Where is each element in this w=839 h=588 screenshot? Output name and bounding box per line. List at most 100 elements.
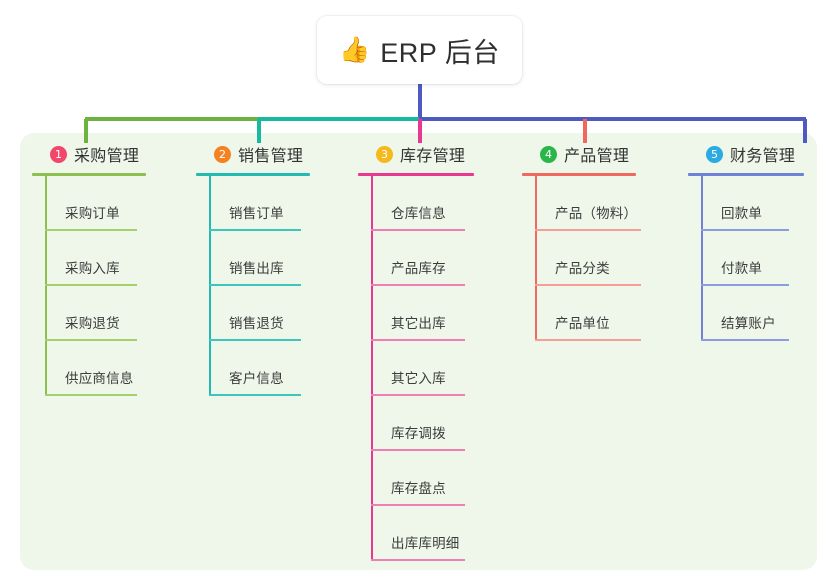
branch-column-5: 5 财务管理回款单付款单结算账户 xyxy=(688,140,839,341)
branch-column-4: 4 产品管理产品（物料） 产品分类产品单位 xyxy=(522,140,682,341)
leaf-node-rule xyxy=(535,284,641,286)
leaf-node-rule xyxy=(45,229,137,231)
root-node-card[interactable]: 👍 ERP 后台 xyxy=(317,16,522,84)
leaf-node-label: 其它入库 xyxy=(391,371,446,386)
column-items: 产品（物料） 产品分类产品单位 xyxy=(522,176,682,341)
leaf-node[interactable]: 库存调拨 xyxy=(358,396,518,451)
leaf-node-rule xyxy=(45,339,137,341)
leaf-node-label: 销售退货 xyxy=(229,316,284,331)
column-header-rule xyxy=(688,173,804,176)
column-header-rule xyxy=(32,173,146,176)
leaf-node[interactable]: 出库库明细 xyxy=(358,506,518,561)
leaf-node[interactable]: 结算账户 xyxy=(688,286,839,341)
leaf-node-rule xyxy=(209,284,301,286)
branch-column-3: 3 库存管理仓库信息产品库存其它出库其它入库库存调拨库存盘点出库库明细 xyxy=(358,140,518,561)
leaf-node-rule xyxy=(701,229,789,231)
leaf-node-label: 销售订单 xyxy=(229,206,284,221)
column-header-rule xyxy=(196,173,310,176)
column-title: 销售管理 xyxy=(238,148,304,165)
leaf-node-rule xyxy=(371,504,465,506)
column-header[interactable]: 1 采购管理 xyxy=(32,140,192,168)
column-spine xyxy=(45,176,47,396)
number-badge-icon: 1 xyxy=(50,145,67,163)
column-header[interactable]: 2 销售管理 xyxy=(196,140,356,168)
column-items: 采购订单采购入库采购退货供应商信息 xyxy=(32,176,192,396)
leaf-node-label: 采购退货 xyxy=(65,316,120,331)
column-items: 销售订单销售出库销售退货客户信息 xyxy=(196,176,356,396)
column-title: 财务管理 xyxy=(730,148,796,165)
leaf-node-label: 其它出库 xyxy=(391,316,446,331)
leaf-node-label: 付款单 xyxy=(721,261,763,276)
leaf-node-rule xyxy=(371,394,465,396)
leaf-node-label: 仓库信息 xyxy=(391,206,446,221)
column-header[interactable]: 4 产品管理 xyxy=(522,140,682,168)
diagram-panel xyxy=(20,133,817,570)
thumbs-up-icon: 👍 xyxy=(339,35,371,64)
leaf-node-label: 客户信息 xyxy=(229,371,284,386)
root-node-title: ERP 后台 xyxy=(380,37,500,68)
leaf-node[interactable]: 产品库存 xyxy=(358,231,518,286)
number-badge-icon: 4 xyxy=(540,145,557,163)
leaf-node-rule xyxy=(371,229,465,231)
leaf-node[interactable]: 其它入库 xyxy=(358,341,518,396)
leaf-node-rule xyxy=(209,339,301,341)
column-title: 采购管理 xyxy=(74,148,140,165)
leaf-node[interactable]: 供应商信息 xyxy=(32,341,192,396)
leaf-node-label: 采购入库 xyxy=(65,261,120,276)
leaf-node[interactable]: 销售退货 xyxy=(196,286,356,341)
leaf-node-rule xyxy=(45,284,137,286)
column-header-rule xyxy=(522,173,636,176)
leaf-node[interactable]: 其它出库 xyxy=(358,286,518,341)
column-items: 回款单付款单结算账户 xyxy=(688,176,839,341)
column-spine xyxy=(209,176,211,396)
leaf-node[interactable]: 采购订单 xyxy=(32,176,192,231)
leaf-node-rule xyxy=(371,339,465,341)
leaf-node[interactable]: 回款单 xyxy=(688,176,839,231)
leaf-node-rule xyxy=(701,339,789,341)
column-spine xyxy=(371,176,373,561)
number-badge-icon: 2 xyxy=(214,145,231,163)
leaf-node-rule xyxy=(371,449,465,451)
branch-column-1: 1 采购管理采购订单采购入库采购退货供应商信息 xyxy=(32,140,192,396)
column-header[interactable]: 5 财务管理 xyxy=(688,140,839,168)
column-header[interactable]: 3 库存管理 xyxy=(358,140,518,168)
leaf-node-label: 出库库明细 xyxy=(391,536,460,551)
leaf-node-label: 产品单位 xyxy=(555,316,610,331)
leaf-node[interactable]: 采购退货 xyxy=(32,286,192,341)
leaf-node[interactable]: 仓库信息 xyxy=(358,176,518,231)
leaf-node-label: 库存盘点 xyxy=(391,481,446,496)
leaf-node-label: 产品分类 xyxy=(555,261,610,276)
leaf-node-rule xyxy=(535,339,641,341)
leaf-node-rule xyxy=(701,284,789,286)
column-spine xyxy=(535,176,537,341)
leaf-node[interactable]: 采购入库 xyxy=(32,231,192,286)
column-header-rule xyxy=(358,173,474,176)
leaf-node-label: 产品（物料） xyxy=(555,206,638,221)
leaf-node-label: 采购订单 xyxy=(65,206,120,221)
leaf-node[interactable]: 产品分类 xyxy=(522,231,682,286)
leaf-node[interactable]: 付款单 xyxy=(688,231,839,286)
leaf-node-label: 库存调拨 xyxy=(391,426,446,441)
leaf-node-rule xyxy=(371,559,465,561)
leaf-node-rule xyxy=(535,229,641,231)
leaf-node[interactable]: 库存盘点 xyxy=(358,451,518,506)
leaf-node-label: 结算账户 xyxy=(721,316,776,331)
column-spine xyxy=(701,176,703,341)
leaf-node-label: 回款单 xyxy=(721,206,763,221)
number-badge-icon: 5 xyxy=(706,145,723,163)
number-badge-icon: 3 xyxy=(376,145,393,163)
leaf-node[interactable]: 产品单位 xyxy=(522,286,682,341)
column-title: 库存管理 xyxy=(400,148,466,165)
leaf-node[interactable]: 销售出库 xyxy=(196,231,356,286)
leaf-node-rule xyxy=(45,394,137,396)
leaf-node[interactable]: 客户信息 xyxy=(196,341,356,396)
leaf-node-rule xyxy=(209,394,301,396)
leaf-node-label: 产品库存 xyxy=(391,261,446,276)
column-items: 仓库信息产品库存其它出库其它入库库存调拨库存盘点出库库明细 xyxy=(358,176,518,561)
leaf-node-rule xyxy=(371,284,465,286)
leaf-node[interactable]: 产品（物料） xyxy=(522,176,682,231)
leaf-node-label: 供应商信息 xyxy=(65,371,134,386)
branch-column-2: 2 销售管理销售订单销售出库销售退货客户信息 xyxy=(196,140,356,396)
leaf-node[interactable]: 销售订单 xyxy=(196,176,356,231)
column-title: 产品管理 xyxy=(564,148,630,165)
